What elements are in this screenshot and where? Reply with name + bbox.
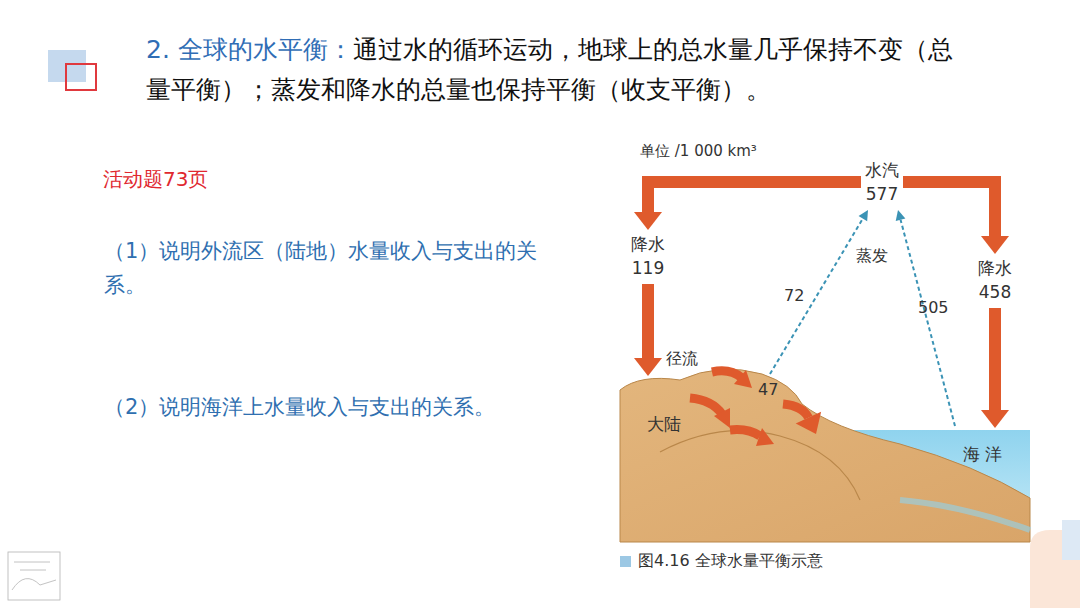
deco-outline — [66, 64, 96, 90]
flow-line — [642, 284, 654, 358]
arrow-head — [634, 212, 662, 230]
flow-arrow — [896, 210, 955, 426]
figure-caption: 图4.16 全球水量平衡示意 — [638, 551, 823, 572]
process-label: 蒸发 — [856, 246, 888, 267]
flow-line — [783, 404, 808, 418]
flow-arrow — [981, 308, 1009, 428]
node-text: 降水 — [631, 232, 665, 256]
flow-arrow — [634, 182, 861, 230]
flow-line — [989, 308, 1001, 410]
flow-value: 505 — [918, 298, 949, 317]
sea-region: 海 洋 — [800, 430, 1028, 538]
shore — [900, 500, 1030, 530]
heading-paragraph: 2. 全球的水平衡：通过水的循环运动，地球上的总水量几乎保持不变（总量平衡）；蒸… — [146, 30, 976, 110]
question-text: （1）说明外流区（陆地）水量收入与支出的关系。 — [104, 234, 564, 302]
node-text: 577 — [865, 182, 899, 206]
node-text: 458 — [978, 280, 1012, 304]
arrow-head — [981, 410, 1009, 428]
thumbnail — [8, 552, 60, 600]
deco-corner — [1062, 520, 1080, 560]
arrow-head — [981, 236, 1009, 254]
node-text: 119 — [631, 256, 665, 280]
flow-line — [770, 219, 863, 374]
arrow-head — [634, 358, 662, 376]
flow-line — [901, 220, 955, 426]
caption-mark — [620, 556, 631, 567]
slide-title: 2. 全球的水平衡： — [146, 35, 353, 64]
flow-arrow — [783, 404, 821, 434]
flow-line — [648, 182, 861, 212]
flow-value: 47 — [758, 380, 778, 399]
flow-arrow — [770, 210, 868, 374]
node-text: 降水 — [978, 256, 1012, 280]
activity-note: 活动题73页 — [103, 166, 208, 193]
precip-node: 降水119 — [627, 230, 669, 282]
precip-node: 降水458 — [974, 254, 1016, 306]
land — [620, 369, 1030, 542]
unit-label: 单位 /1 000 km³ — [640, 142, 757, 161]
question-text: （2）说明海洋上水量收入与支出的关系。 — [104, 390, 564, 424]
flow-arrow — [903, 182, 1009, 254]
flow-arrow — [634, 284, 662, 376]
arrow-head — [896, 210, 906, 221]
node-text: 水汽 — [865, 158, 899, 182]
flow-value: 72 — [784, 286, 804, 305]
node-text: 海 洋 — [800, 442, 1002, 466]
process-label: 径流 — [666, 349, 698, 370]
vapour-node: 水汽577 — [861, 156, 903, 208]
arrow-head — [796, 412, 821, 434]
flow-line — [903, 182, 995, 236]
arrow-head — [859, 210, 868, 221]
node-text: 大陆 — [647, 412, 795, 436]
